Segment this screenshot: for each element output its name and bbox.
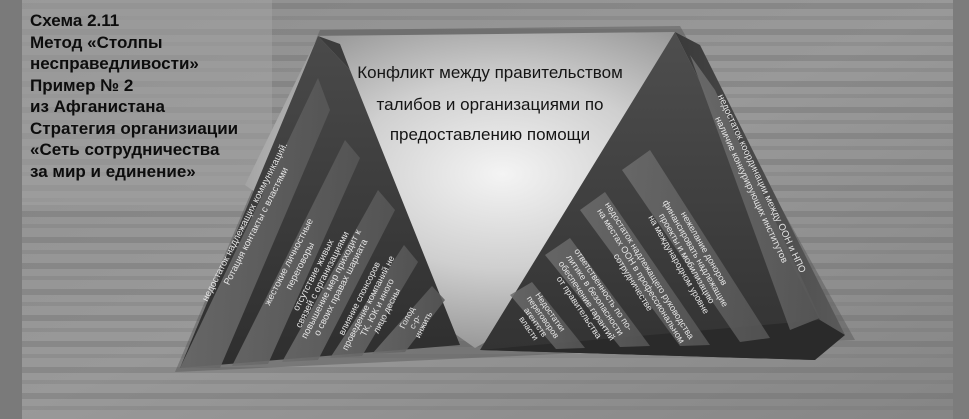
center-text: Конфликт между правительством талибов и … [357, 63, 623, 144]
caption-line: Метод «Столпы [30, 32, 163, 52]
right-pillar-bands [510, 55, 820, 349]
caption-line: за мир и единение» [30, 161, 196, 181]
caption-line: «Сеть сотрудничества [30, 140, 220, 159]
left-band-3 [282, 190, 395, 362]
caption-line: несправедливости» [30, 54, 199, 73]
left-band-4 [330, 245, 418, 358]
right-band-3 [580, 192, 710, 346]
left-pillar-bands [180, 78, 445, 368]
caption-line: Стратегия организиации [30, 118, 239, 138]
caption-line: Схема 2.11 [30, 11, 120, 30]
figure-caption: Схема 2.11 Метод «Столпы несправедливост… [30, 10, 260, 182]
right-band-1 [690, 55, 820, 330]
center-line-2: талибов и организациями по [377, 95, 604, 114]
left-pillar-edge [318, 36, 350, 70]
right-band-4 [545, 238, 650, 347]
left-band-2 [232, 140, 360, 366]
caption-line: Пример № 2 [30, 75, 134, 95]
caption-line: из Афганистана [30, 97, 165, 116]
left-band-5 [372, 286, 445, 354]
center-line-3: предоставлению помощи [390, 125, 590, 144]
right-band-2 [622, 150, 770, 342]
left-band-1 [180, 78, 330, 368]
right-band-5 [510, 282, 585, 349]
center-line-1: Конфликт между правительством [357, 63, 623, 82]
